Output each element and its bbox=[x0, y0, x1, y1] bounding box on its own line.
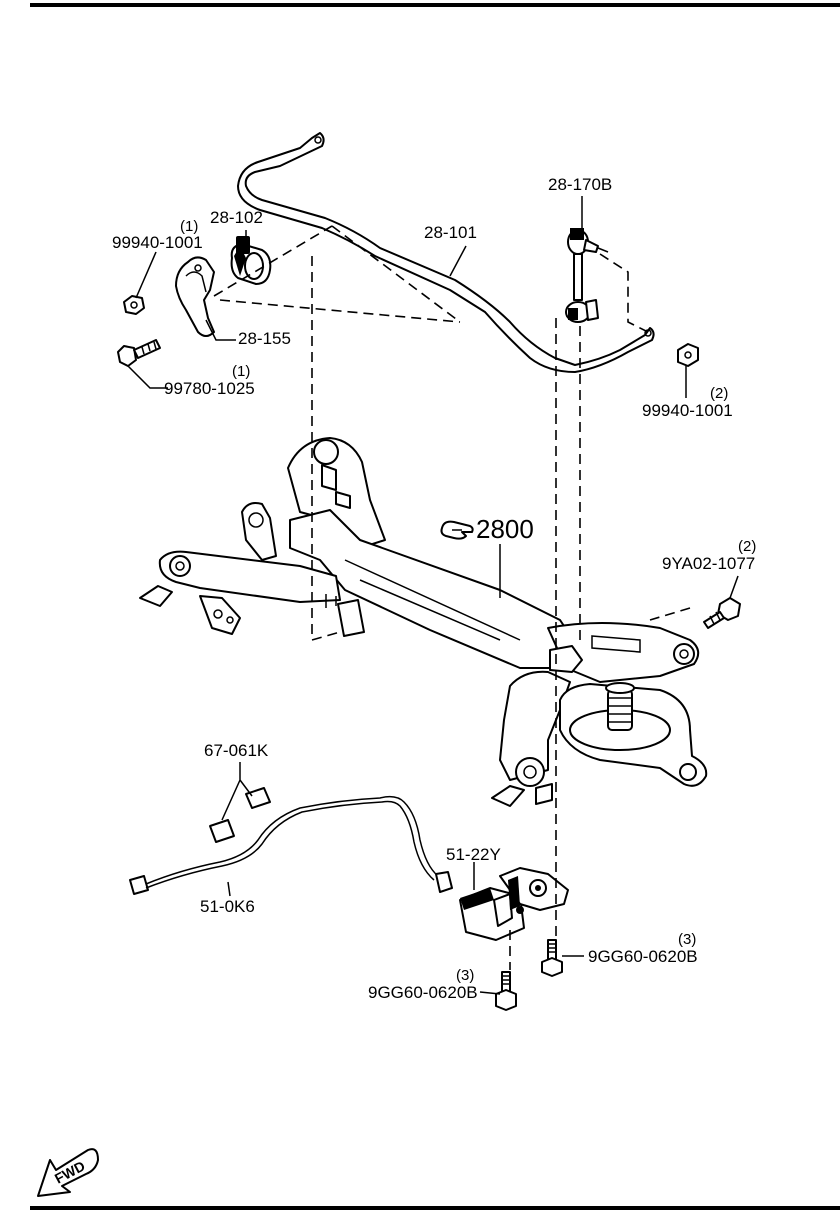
label-stabilizer-link: 28-170B bbox=[548, 175, 612, 194]
pointing-hand-icon bbox=[440, 520, 474, 540]
label-bracket: 28-155 bbox=[238, 329, 291, 348]
qty-crossmember-bolt: (2) bbox=[738, 538, 756, 555]
label-stabilizer-bar: 28-101 bbox=[424, 223, 477, 242]
label-crossmember-ref: 2800 bbox=[476, 514, 534, 544]
sensor-bolt-right[interactable] bbox=[541, 939, 563, 977]
sensor-bolt-left[interactable] bbox=[495, 971, 517, 1011]
phantom-lines bbox=[213, 225, 691, 970]
harness[interactable] bbox=[129, 795, 453, 895]
bump-stopper bbox=[605, 682, 635, 731]
qty-nut-right: (2) bbox=[710, 385, 728, 402]
nut-left[interactable] bbox=[123, 295, 145, 315]
label-height-sensor: 51-22Y bbox=[446, 845, 501, 864]
label-bushing: 28-102 bbox=[210, 208, 263, 227]
harness-clip[interactable] bbox=[209, 787, 271, 843]
nut-right[interactable] bbox=[677, 343, 699, 367]
bottom-border bbox=[30, 1206, 840, 1210]
qty-sensor-bolt-right: (3) bbox=[678, 931, 696, 948]
label-sensor-bolt-right: 9GG60-0620B bbox=[588, 947, 698, 966]
stabilizer-bar[interactable] bbox=[237, 132, 655, 373]
bushing[interactable] bbox=[230, 236, 272, 285]
qty-bolt-left: (1) bbox=[232, 363, 250, 380]
label-bolt-left: 99780-1025 bbox=[164, 379, 255, 398]
top-border bbox=[30, 3, 840, 7]
bolt-left[interactable] bbox=[117, 339, 161, 367]
fwd-arrow-icon: FWD bbox=[37, 1148, 99, 1197]
label-nut-left: 99940-1001 bbox=[112, 233, 203, 252]
label-harness: 51-0K6 bbox=[200, 897, 255, 916]
qty-nut-left: (1) bbox=[180, 218, 198, 235]
crossmember-bolt[interactable] bbox=[703, 597, 741, 629]
leader-lines bbox=[127, 196, 739, 995]
height-sensor[interactable] bbox=[459, 867, 569, 941]
qty-sensor-bolt-left: (3) bbox=[456, 967, 474, 984]
label-harness-clip: 67-061K bbox=[204, 741, 269, 760]
label-sensor-bolt-left: 9GG60-0620B bbox=[368, 983, 478, 1002]
label-crossmember-bolt: 9YA02-1077 bbox=[662, 554, 755, 573]
stabilizer-link[interactable] bbox=[565, 228, 609, 323]
bracket[interactable] bbox=[175, 256, 215, 337]
crossmember[interactable] bbox=[139, 437, 708, 807]
label-nut-right: 99940-1001 bbox=[642, 401, 733, 420]
